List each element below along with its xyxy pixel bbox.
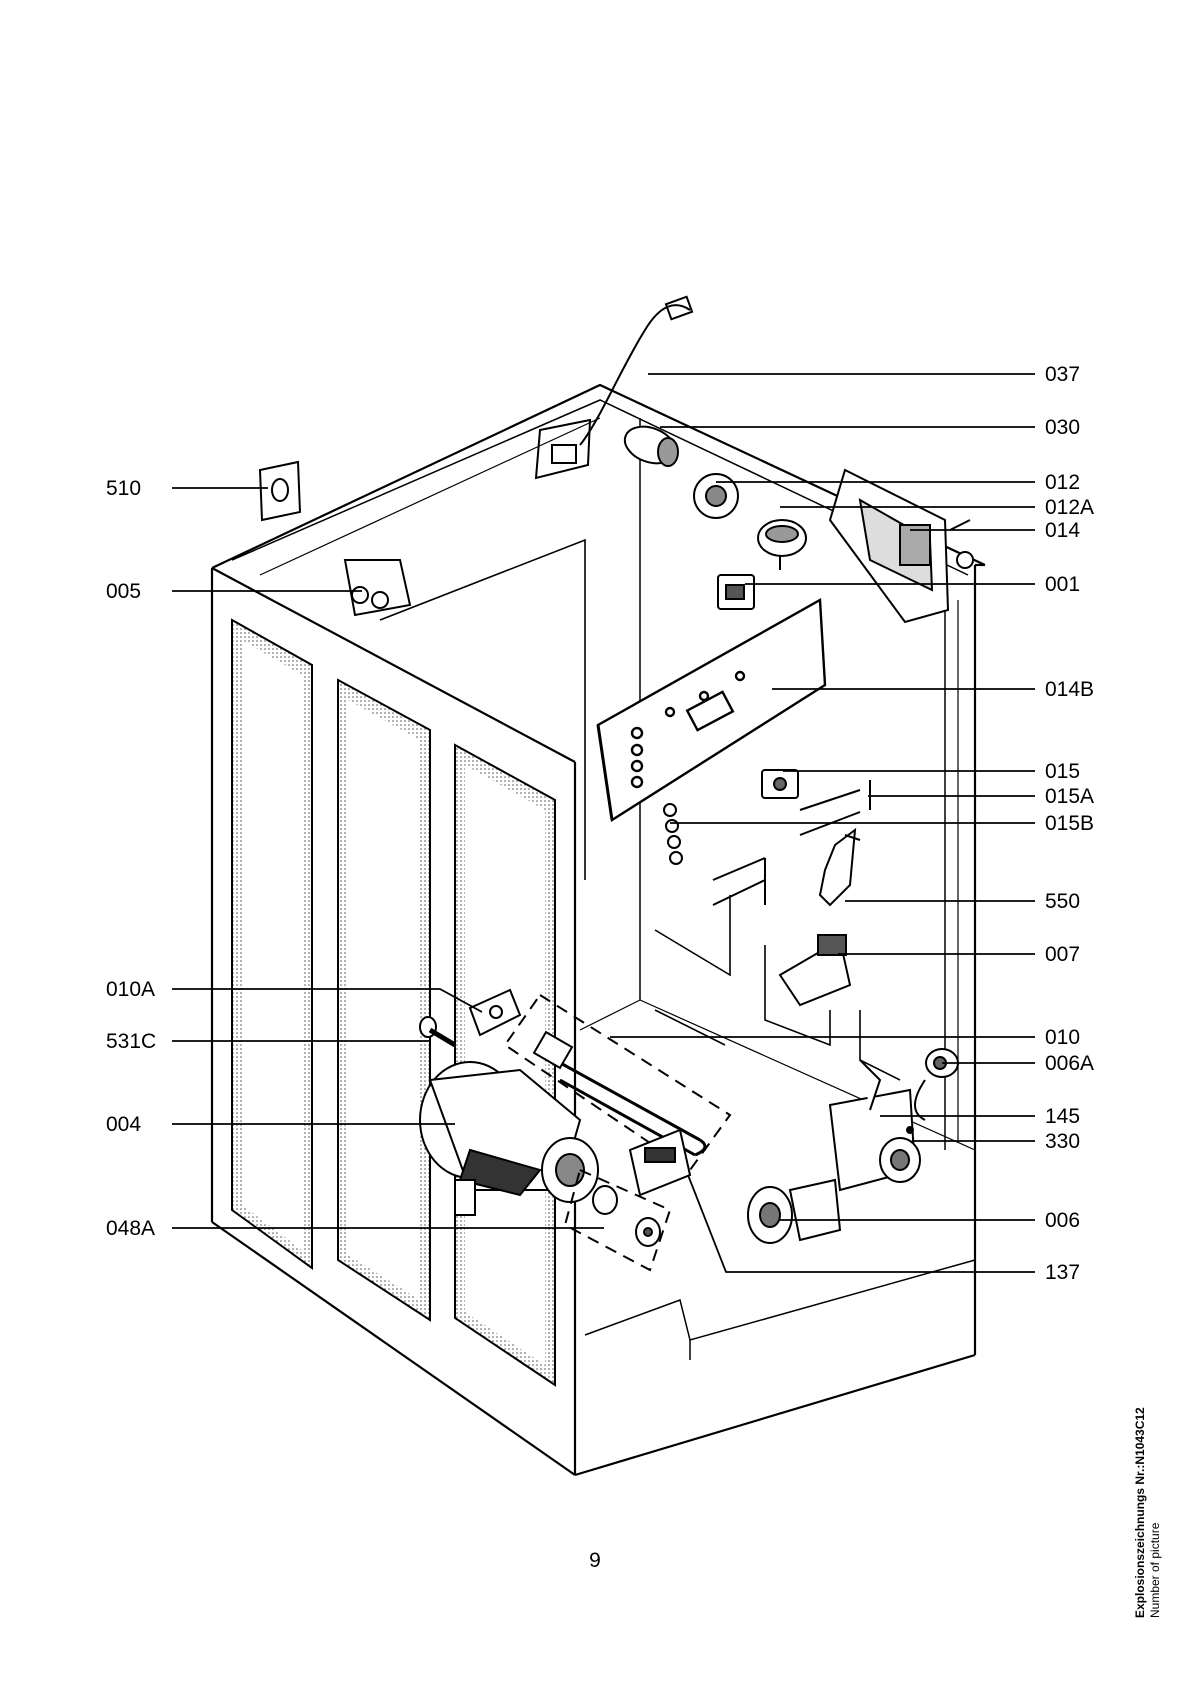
page-number: 9 (589, 1549, 601, 1572)
label-015B: 015B (1045, 812, 1095, 835)
label-007: 007 (1045, 943, 1081, 966)
label-030: 030 (1045, 416, 1081, 439)
motor-brushes-048A (563, 1168, 672, 1272)
label-014B: 014B (1045, 678, 1095, 701)
door-lever-550 (818, 827, 861, 907)
drain-pump-006 (747, 1059, 921, 1244)
power-cord-and-filter (534, 295, 694, 480)
label-001: 001 (1045, 573, 1081, 596)
sensor-137 (628, 1128, 692, 1197)
pump-part-006A (906, 1048, 959, 1134)
label-010: 010 (1045, 1026, 1081, 1049)
label-330: 330 (1045, 1130, 1081, 1153)
label-037: 037 (1045, 363, 1081, 386)
caption-line-1: Explosionszeichnungs Nr.:N1043C12 (1133, 1407, 1147, 1618)
leader-lines (172, 373, 1035, 1273)
label-006A: 006A (1045, 1052, 1095, 1075)
label-015: 015 (1045, 760, 1081, 783)
label-012A: 012A (1045, 496, 1095, 519)
door-interlock-007 (778, 934, 852, 1007)
screw-531C (419, 1016, 457, 1048)
label-550: 550 (1045, 890, 1081, 913)
label-510: 510 (106, 477, 142, 500)
panel-inner-fill (242, 640, 545, 1365)
right-side-parts (949, 519, 974, 569)
heater-bracket-010A (468, 988, 522, 1037)
cover-plate-510 (258, 460, 302, 522)
timer-and-switches (693, 473, 807, 610)
label-531C: 531C (106, 1030, 157, 1053)
motor-004 (419, 1061, 599, 1216)
springs-rods (712, 780, 871, 906)
caption-line-2: Number of picture (1148, 1522, 1162, 1618)
label-014: 014 (1045, 519, 1081, 542)
label-006: 006 (1045, 1209, 1081, 1232)
label-005: 005 (106, 580, 142, 603)
label-012: 012 (1045, 471, 1081, 494)
control-bracket-014 (828, 468, 950, 624)
label-015A: 015A (1045, 785, 1095, 808)
hose-connector-005 (343, 559, 412, 617)
label-048A: 048A (106, 1217, 156, 1240)
label-137: 137 (1045, 1261, 1081, 1284)
buttons-015 (663, 769, 799, 865)
label-004: 004 (106, 1113, 142, 1136)
cabinet-frame (210, 383, 986, 1477)
label-010A: 010A (106, 978, 156, 1001)
label-145: 145 (1045, 1105, 1081, 1128)
control-panel-014B (596, 598, 827, 823)
capacitor-030 (623, 425, 679, 467)
